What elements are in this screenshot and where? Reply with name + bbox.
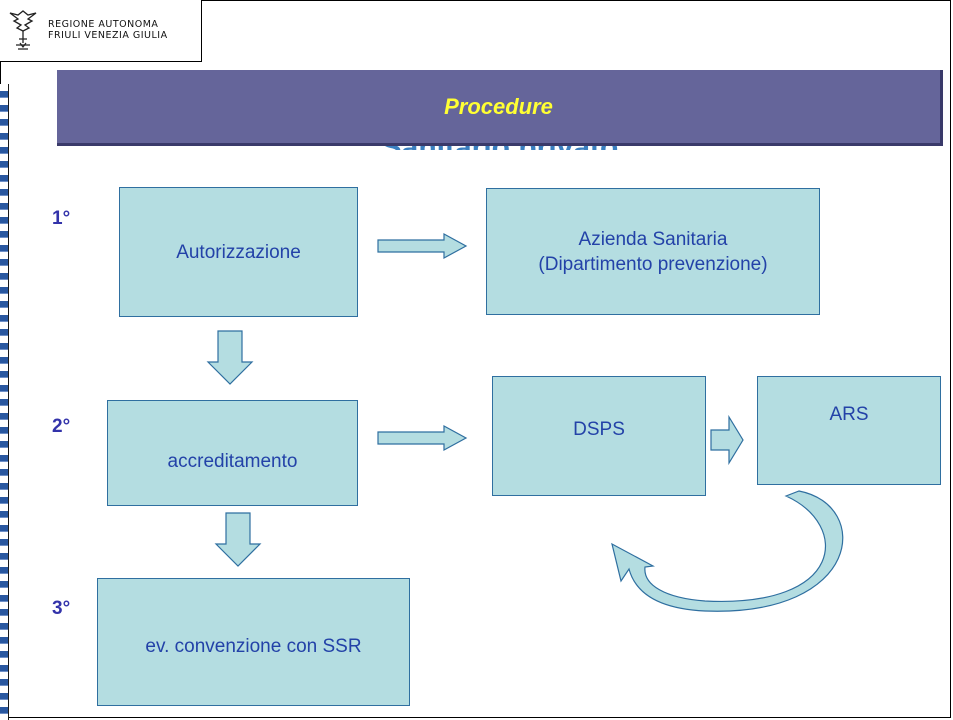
step-1-label: 1° — [52, 208, 71, 229]
box-azienda-sanitaria: Azienda Sanitaria (Dipartimento prevenzi… — [486, 188, 820, 315]
decorative-side-strip — [0, 84, 9, 720]
eagle-icon — [9, 10, 37, 50]
page-title: Procedure — [444, 94, 553, 119]
curved-arrow-ars-to-dsps — [611, 490, 844, 612]
region-logo: REGIONE AUTONOMA FRIULI VENEZIA GIULIA — [0, 0, 202, 62]
box-convenzione-ssr: ev. convenzione con SSR — [97, 578, 410, 706]
step-2-label: 2° — [52, 416, 71, 437]
step-3-label: 3° — [52, 598, 71, 619]
box-ars: ARS — [757, 376, 941, 485]
arrow-autorizzazione-to-azienda — [377, 232, 468, 260]
logo-line-2: FRIULI VENEZIA GIULIA — [48, 30, 168, 41]
box-dsps: DSPS — [492, 376, 706, 496]
header-bar: Procedure — [57, 70, 943, 146]
arrow-accreditamento-to-dsps — [377, 424, 468, 452]
logo-line-1: REGIONE AUTONOMA — [48, 19, 159, 30]
arrow-autorizzazione-to-accreditamento — [206, 330, 254, 385]
box-autorizzazione: Autorizzazione — [119, 187, 358, 317]
box-accreditamento: accreditamento — [107, 400, 358, 506]
arrow-accreditamento-to-convenzione — [214, 512, 262, 567]
arrow-dsps-to-ars — [710, 414, 744, 466]
